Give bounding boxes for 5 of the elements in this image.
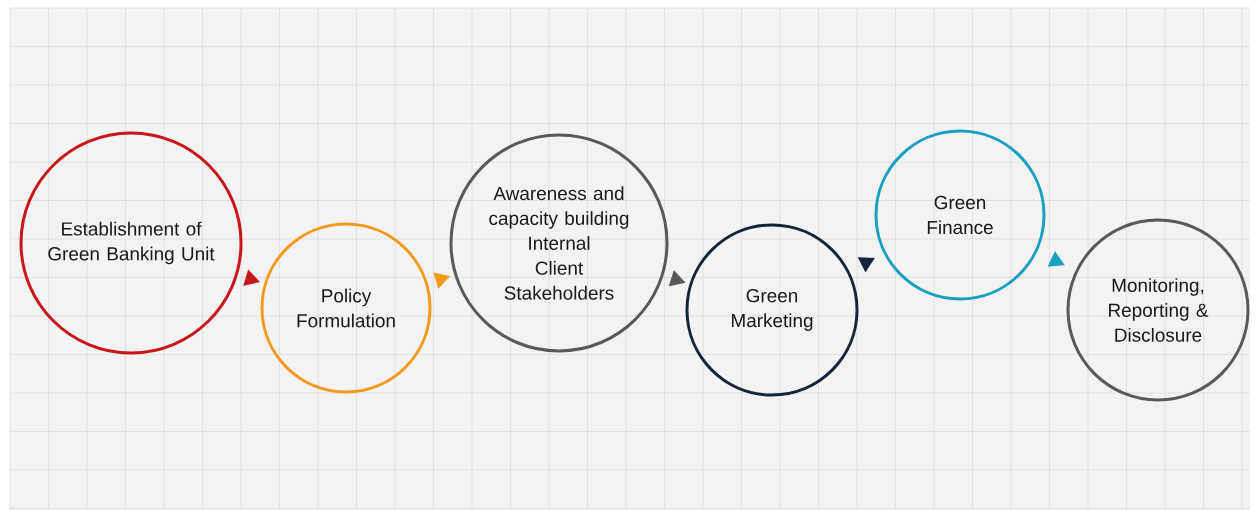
triangle-arrow [241, 269, 260, 286]
triangle-arrow [431, 272, 451, 289]
triangle-arrow [667, 270, 686, 287]
triangle-arrow [1047, 251, 1065, 267]
triangle-arrow [857, 257, 875, 273]
